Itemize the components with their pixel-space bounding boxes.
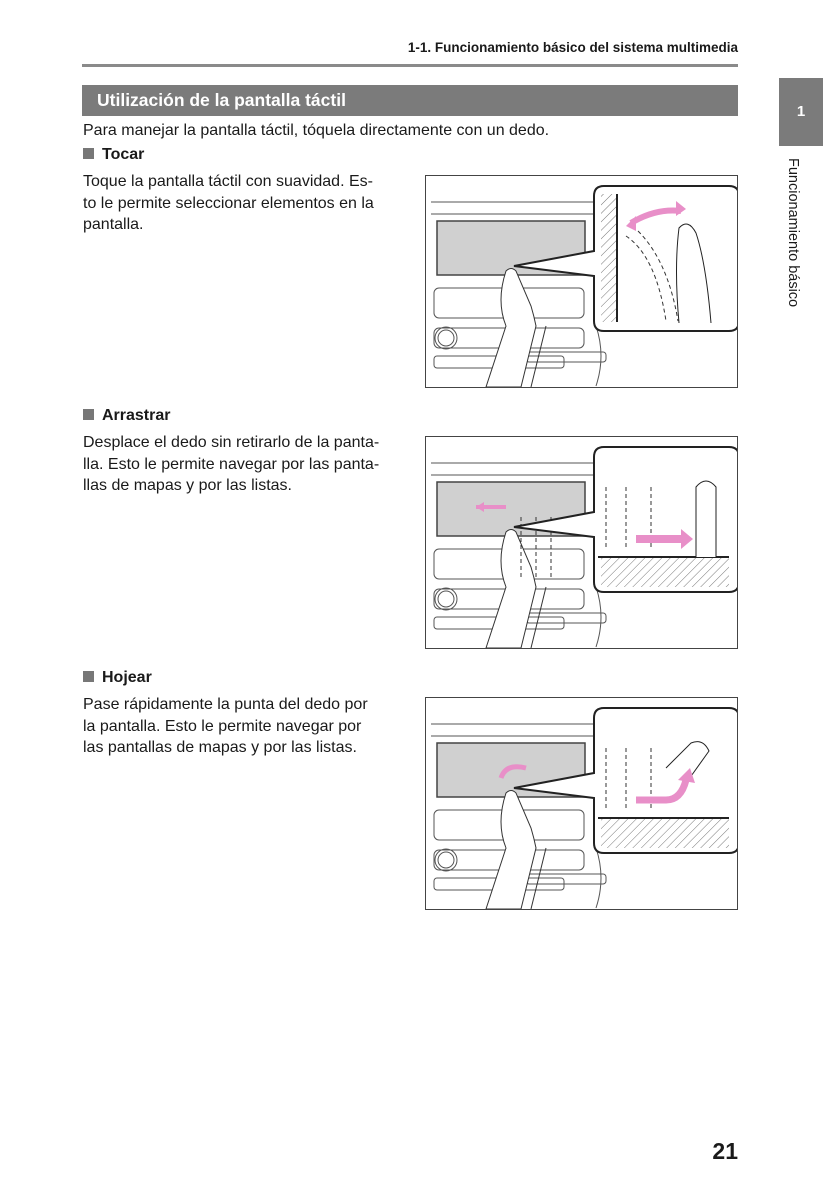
section-title: Utilización de la pantalla táctil — [82, 85, 738, 116]
text-line: pantalla. — [83, 216, 144, 233]
tap-illustration — [431, 185, 740, 390]
flick-illustration — [431, 707, 740, 912]
text-line: lla. Esto le permite navegar por las pan… — [83, 455, 380, 473]
text-line: Desplace el dedo sin retirarlo de la pan… — [83, 434, 380, 451]
subhead-arrastrar: Arrastrar — [83, 407, 170, 425]
subhead-tocar: Tocar — [83, 146, 144, 164]
chapter-label: Funcionamiento básico — [781, 158, 801, 333]
figure-drag-illustration — [425, 436, 740, 651]
subhead-text: Tocar — [102, 146, 145, 163]
paragraph-hojear: Pase rápidamente la punta del dedo por l… — [83, 694, 368, 759]
text-line: to le permite seleccionar elementos en l… — [83, 194, 374, 212]
bullet-square-icon — [83, 148, 94, 159]
chapter-label-text: Funcionamiento básico — [785, 158, 801, 308]
running-head: 1-1. Funcionamiento básico del sistema m… — [407, 40, 738, 55]
intro-text: Para manejar la pantalla táctil, tóquela… — [83, 122, 550, 139]
text-line: las pantallas de mapas y por las listas. — [83, 739, 357, 756]
subhead-text: Arrastrar — [102, 407, 171, 424]
figure-flick-illustration — [425, 697, 740, 912]
text-line: llas de mapas y por las listas. — [83, 477, 292, 494]
bullet-square-icon — [83, 671, 94, 682]
figure-tap-illustration — [425, 175, 740, 390]
chapter-tab: 1 — [779, 78, 823, 146]
subhead-text: Hojear — [102, 669, 152, 686]
text-line: la pantalla. Esto le permite navegar por — [83, 717, 362, 735]
bullet-square-icon — [83, 409, 94, 420]
header-rule — [82, 64, 738, 67]
paragraph-arrastrar: Desplace el dedo sin retirarlo de la pan… — [83, 432, 379, 497]
drag-illustration — [431, 446, 740, 651]
text-line: Toque la pantalla táctil con suavidad. E… — [83, 173, 373, 190]
subhead-hojear: Hojear — [83, 669, 152, 687]
paragraph-tocar: Toque la pantalla táctil con suavidad. E… — [83, 171, 374, 236]
text-line: Pase rápidamente la punta del dedo por — [83, 696, 368, 713]
page-number: 21 — [712, 1138, 738, 1164]
